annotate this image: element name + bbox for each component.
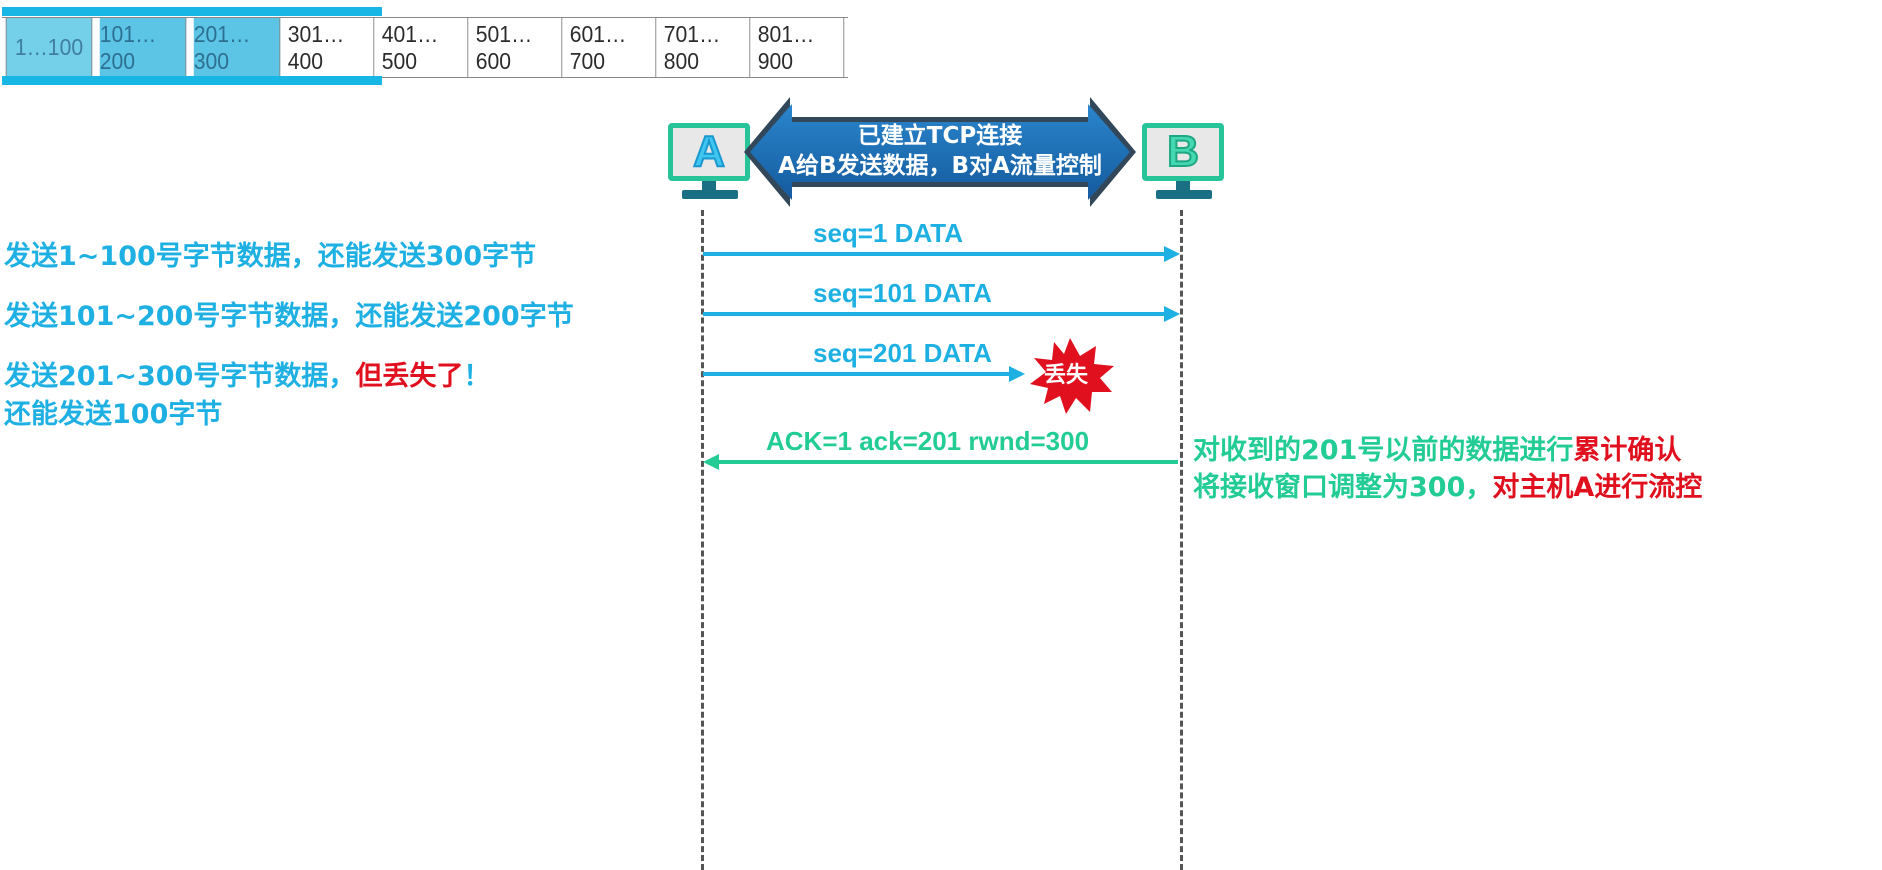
segment-3-label: seq=201 DATA — [813, 338, 992, 368]
left-note-3: 发送201~300号字节数据，但丢失了！ — [4, 361, 491, 392]
loss-burst-icon — [1030, 338, 1114, 414]
host-b-label: B — [1166, 126, 1200, 177]
segment-2-label: seq=101 DATA — [813, 278, 992, 308]
byte-block: 701…800 — [663, 18, 751, 77]
send-window-top-bar — [2, 7, 382, 16]
byte-block: 801…900 — [757, 18, 845, 77]
byte-block: 401…500 — [381, 18, 469, 77]
banner-line-2: A给B发送数据，B对A流量控制 — [778, 153, 1102, 179]
host-b-monitor-icon: B — [1142, 123, 1224, 181]
right-note-1: 对收到的201号以前的数据进行累计确认 — [1193, 435, 1682, 466]
host-b: B — [1142, 123, 1228, 223]
segment-1-label: seq=1 DATA — [813, 218, 964, 248]
flow-control-highlight: 对主机A进行流控 — [1492, 472, 1703, 503]
segment-2-arrowhead — [1164, 306, 1180, 322]
send-window-bottom-bar — [2, 76, 382, 85]
byte-block: 501…600 — [475, 18, 563, 77]
cumulative-ack-highlight: 累计确认 — [1573, 435, 1682, 466]
right-note-2: 将接收窗口调整为300，对主机A进行流控 — [1193, 472, 1703, 503]
connection-banner-text: 已建立TCP连接 A给B发送数据，B对A流量控制 — [770, 121, 1110, 181]
host-a-timeline — [701, 210, 704, 870]
connection-double-arrow-fill — [750, 104, 1130, 200]
byte-block: 1…100 — [5, 18, 93, 77]
host-a-monitor-icon: A — [668, 123, 750, 181]
byte-block: 201…300 — [193, 18, 281, 77]
byte-block: 301…400 — [287, 18, 375, 77]
loss-label: 丢失 — [1044, 363, 1089, 388]
left-note-2: 发送101~200号字节数据，还能发送200字节 — [4, 301, 574, 332]
banner-line-1: 已建立TCP连接 — [857, 123, 1023, 149]
left-note-1: 发送1~100号字节数据，还能发送300字节 — [4, 241, 537, 272]
left-note-4: 还能发送100字节 — [4, 399, 223, 430]
ack-arrowhead — [703, 454, 719, 470]
segment-1-arrowhead — [1164, 246, 1180, 262]
byte-block: 601…700 — [569, 18, 657, 77]
host-b-timeline — [1180, 210, 1183, 870]
ack-label: ACK=1 ack=201 rwnd=300 — [766, 426, 1090, 456]
byte-block: 101…200 — [99, 18, 187, 77]
host-a: A — [668, 123, 754, 223]
segment-3-arrowhead — [1009, 366, 1025, 382]
loss-highlight: 但丢失了 — [355, 361, 464, 392]
host-a-label: A — [692, 126, 726, 177]
